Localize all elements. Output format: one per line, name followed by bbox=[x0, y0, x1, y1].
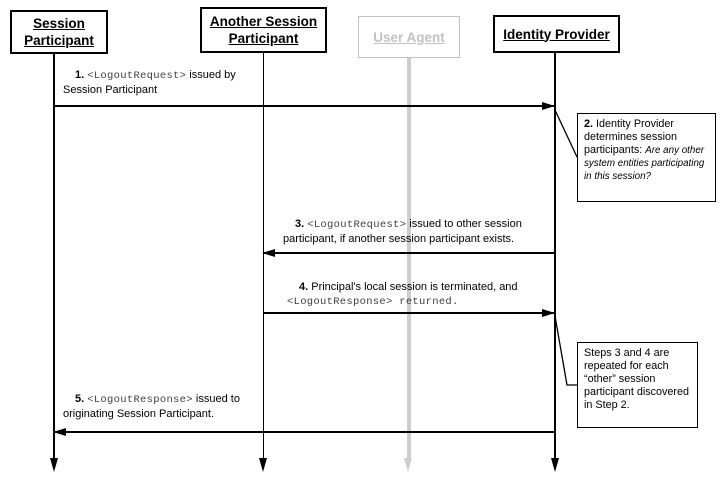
arrowhead-right-icon bbox=[542, 309, 555, 318]
message-label-4: 4. Principal's local session is terminat… bbox=[287, 281, 518, 309]
note-steps-connector bbox=[554, 315, 577, 386]
text-segment: <LogoutResponse> bbox=[87, 394, 193, 406]
text-segment: participant, if another session particip… bbox=[283, 232, 515, 245]
message-line: <LogoutResponse> returned. bbox=[287, 295, 518, 310]
message-arrow-3 bbox=[262, 249, 554, 258]
text-segment: Identity Provider determines session par… bbox=[584, 118, 678, 156]
text-segment: 5. bbox=[75, 393, 88, 405]
lifeline-end-arrow-icon bbox=[49, 458, 58, 472]
text-segment: 2. bbox=[584, 118, 597, 130]
actor-box-session-participant: Session Participant bbox=[10, 10, 108, 54]
text-segment: issued by bbox=[186, 69, 236, 81]
text-segment: originating Session Participant. bbox=[63, 407, 215, 420]
message-line: participant, if another session particip… bbox=[283, 233, 522, 247]
actor-box-identity-provider: Identity Provider bbox=[493, 15, 620, 53]
message-arrow-5 bbox=[53, 427, 554, 436]
lifeline-end-arrow-icon bbox=[259, 458, 267, 472]
note-2-connector bbox=[554, 109, 578, 158]
arrowhead-right-icon bbox=[542, 101, 555, 110]
arrowhead-left-icon bbox=[53, 427, 66, 436]
message-line: 3. <LogoutRequest> issued to other sessi… bbox=[295, 218, 522, 233]
actor-label-session-participant: Session Participant bbox=[24, 16, 94, 48]
lifeline-identity-provider bbox=[554, 53, 556, 459]
arrowhead-left-icon bbox=[262, 249, 275, 258]
message-label-3: 3. <LogoutRequest> issued to other sessi… bbox=[283, 218, 522, 246]
lifeline-session-participant bbox=[53, 53, 55, 459]
lifeline-end-arrow-icon bbox=[404, 458, 412, 472]
message-arrow-4 bbox=[263, 309, 555, 318]
text-segment: <LogoutResponse> returned. bbox=[287, 295, 459, 308]
lifeline-user-agent bbox=[406, 58, 411, 459]
text-segment: <LogoutRequest> bbox=[307, 219, 407, 231]
text-segment: 3. bbox=[295, 218, 308, 230]
text-segment: Session Participant bbox=[63, 83, 158, 96]
actor-box-user-agent: User Agent bbox=[358, 16, 460, 58]
text-segment: issued to bbox=[192, 393, 240, 405]
text-segment: Principal's local session is terminated,… bbox=[311, 281, 518, 293]
text-segment: 4. bbox=[299, 281, 312, 293]
lifeline-end-arrow-icon bbox=[550, 458, 559, 472]
message-line: originating Session Participant. bbox=[63, 408, 240, 422]
text-segment: Are any other system entities participat… bbox=[584, 145, 705, 182]
text-segment: issued to other session bbox=[406, 218, 522, 230]
note-step-2: 2. Identity Provider determines session … bbox=[577, 113, 716, 202]
message-line: 5. <LogoutResponse> issued to bbox=[75, 393, 240, 408]
actor-label-identity-provider: Identity Provider bbox=[503, 26, 610, 42]
text-segment: Steps 3 and 4 are repeated for each “oth… bbox=[584, 347, 690, 411]
message-line: 1. <LogoutRequest> issued by bbox=[75, 69, 236, 84]
message-arrow-1 bbox=[54, 101, 555, 110]
message-line: 4. Principal's local session is terminat… bbox=[299, 281, 518, 295]
text-segment: 1. bbox=[75, 69, 88, 81]
actor-label-another-session-participant: Another Session Participant bbox=[209, 14, 318, 46]
message-line: Session Participant bbox=[63, 84, 236, 98]
text-segment: <LogoutRequest> bbox=[87, 70, 187, 82]
actor-label-user-agent: User Agent bbox=[373, 29, 445, 45]
actor-box-another-session-participant: Another Session Participant bbox=[200, 7, 327, 53]
note-steps-3-4-repeat: Steps 3 and 4 are repeated for each “oth… bbox=[577, 342, 698, 428]
